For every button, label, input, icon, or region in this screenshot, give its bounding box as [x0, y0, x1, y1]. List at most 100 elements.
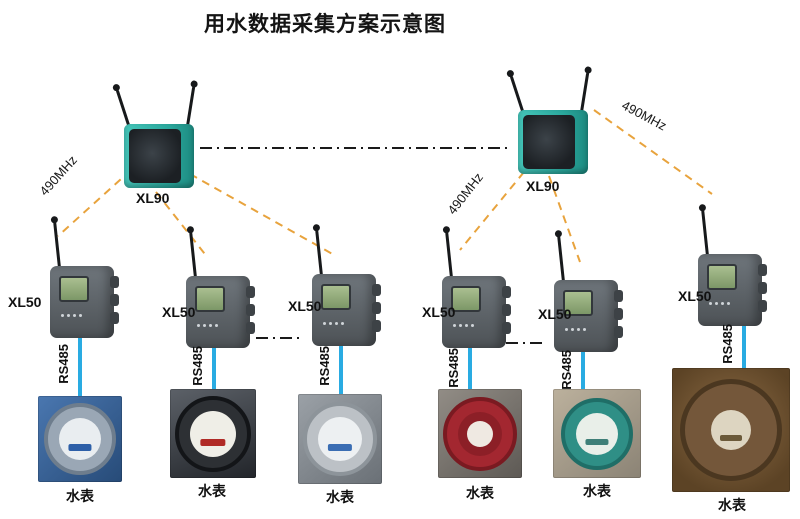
water-meter-photo [38, 396, 122, 482]
meter-ring [561, 397, 633, 470]
rs485-label: RS485 [446, 348, 461, 388]
gateway-label: XL90 [136, 190, 170, 206]
meter-label: 水表 [198, 483, 226, 499]
node-label: XL50 [8, 294, 42, 310]
node-label: XL50 [162, 304, 196, 320]
xl50-device [50, 266, 119, 338]
device-front-panel [523, 115, 575, 169]
device-port [246, 304, 255, 316]
water-meter-photo [672, 368, 790, 492]
meter-label: 水表 [466, 485, 494, 501]
antenna-icon [445, 232, 453, 279]
device-port [372, 320, 381, 332]
meter-dial [190, 410, 236, 457]
antenna-icon [701, 210, 709, 257]
meter-ring [175, 395, 251, 472]
wireless-link-gw1-node1 [57, 169, 132, 237]
device-port [614, 290, 623, 302]
gateway-xl90-1 [112, 86, 206, 190]
device-screen [707, 264, 737, 290]
wireless-link-gw2-node5 [548, 175, 581, 263]
rs485-label: RS485 [190, 346, 205, 386]
antenna-icon [315, 230, 323, 277]
antenna-icon [186, 86, 196, 127]
device-leds [323, 322, 344, 325]
rs485-label: RS485 [720, 324, 735, 364]
meter-label: 水表 [66, 488, 94, 504]
device-leds [61, 314, 82, 317]
meter-ring [44, 403, 116, 475]
meter-ring [303, 402, 377, 476]
device-leds [197, 324, 218, 327]
xl50-device [312, 274, 381, 346]
meter-label: 水表 [718, 497, 746, 513]
node-xl50-6 [692, 206, 772, 326]
node-xl50-1 [44, 218, 124, 338]
meter-dial [59, 418, 101, 460]
wireless-link-gw1-node2 [155, 191, 209, 259]
water-meter-photo [438, 389, 522, 478]
node-label: XL50 [422, 304, 456, 320]
device-port [614, 326, 623, 338]
xl50-device [554, 280, 623, 352]
meter-ring [680, 379, 782, 481]
rs485-label: RS485 [56, 344, 71, 384]
water-meter-photo [298, 394, 382, 484]
antenna-icon [557, 236, 565, 283]
xl50-device [186, 276, 255, 348]
device-port [614, 308, 623, 320]
node-label: XL50 [288, 298, 322, 314]
node-xl50-5 [548, 232, 628, 352]
meter-ring [443, 396, 517, 471]
meter-label: 水表 [583, 483, 611, 499]
meter-label: 水表 [326, 489, 354, 505]
meter-dial [711, 410, 751, 450]
antenna-icon [53, 222, 61, 269]
device-port [758, 282, 767, 294]
node-xl50-2 [180, 228, 260, 348]
meter-dial [318, 417, 362, 461]
device-port [502, 304, 511, 316]
diagram-title: 用水数据采集方案示意图 [204, 13, 446, 36]
node-label: XL50 [678, 288, 712, 304]
antenna-icon [580, 72, 590, 113]
device-port [110, 294, 119, 306]
node-xl50-3 [306, 226, 386, 346]
meter-dial [458, 411, 502, 456]
water-meter-photo [553, 389, 641, 478]
device-screen [59, 276, 89, 302]
device-port [110, 312, 119, 324]
device-port [246, 286, 255, 298]
xl50-device [442, 276, 511, 348]
device-port [758, 264, 767, 276]
device-port [110, 276, 119, 288]
xl90-device [124, 124, 194, 188]
antenna-icon [189, 232, 197, 279]
device-port [758, 300, 767, 312]
device-port [372, 284, 381, 296]
device-screen [451, 286, 481, 312]
rs485-label: RS485 [317, 346, 332, 386]
device-port [372, 302, 381, 314]
device-port [502, 286, 511, 298]
wireless-link-gw2-node6 [593, 109, 713, 195]
antenna-icon [115, 89, 131, 129]
xl90-device [518, 110, 588, 174]
wireless-link-gw2-node4 [459, 171, 525, 251]
rs485-label: RS485 [559, 350, 574, 390]
device-port [502, 322, 511, 334]
gateway-xl90-2 [506, 72, 600, 176]
device-screen [195, 286, 225, 312]
device-port [246, 322, 255, 334]
device-front-panel [129, 129, 181, 183]
node-xl50-4 [436, 228, 516, 348]
device-screen [563, 290, 593, 316]
antenna-icon [509, 75, 525, 115]
device-leds [709, 302, 730, 305]
meter-dial [576, 412, 618, 455]
node-label: XL50 [538, 306, 572, 322]
device-screen [321, 284, 351, 310]
xl50-device [698, 254, 767, 326]
